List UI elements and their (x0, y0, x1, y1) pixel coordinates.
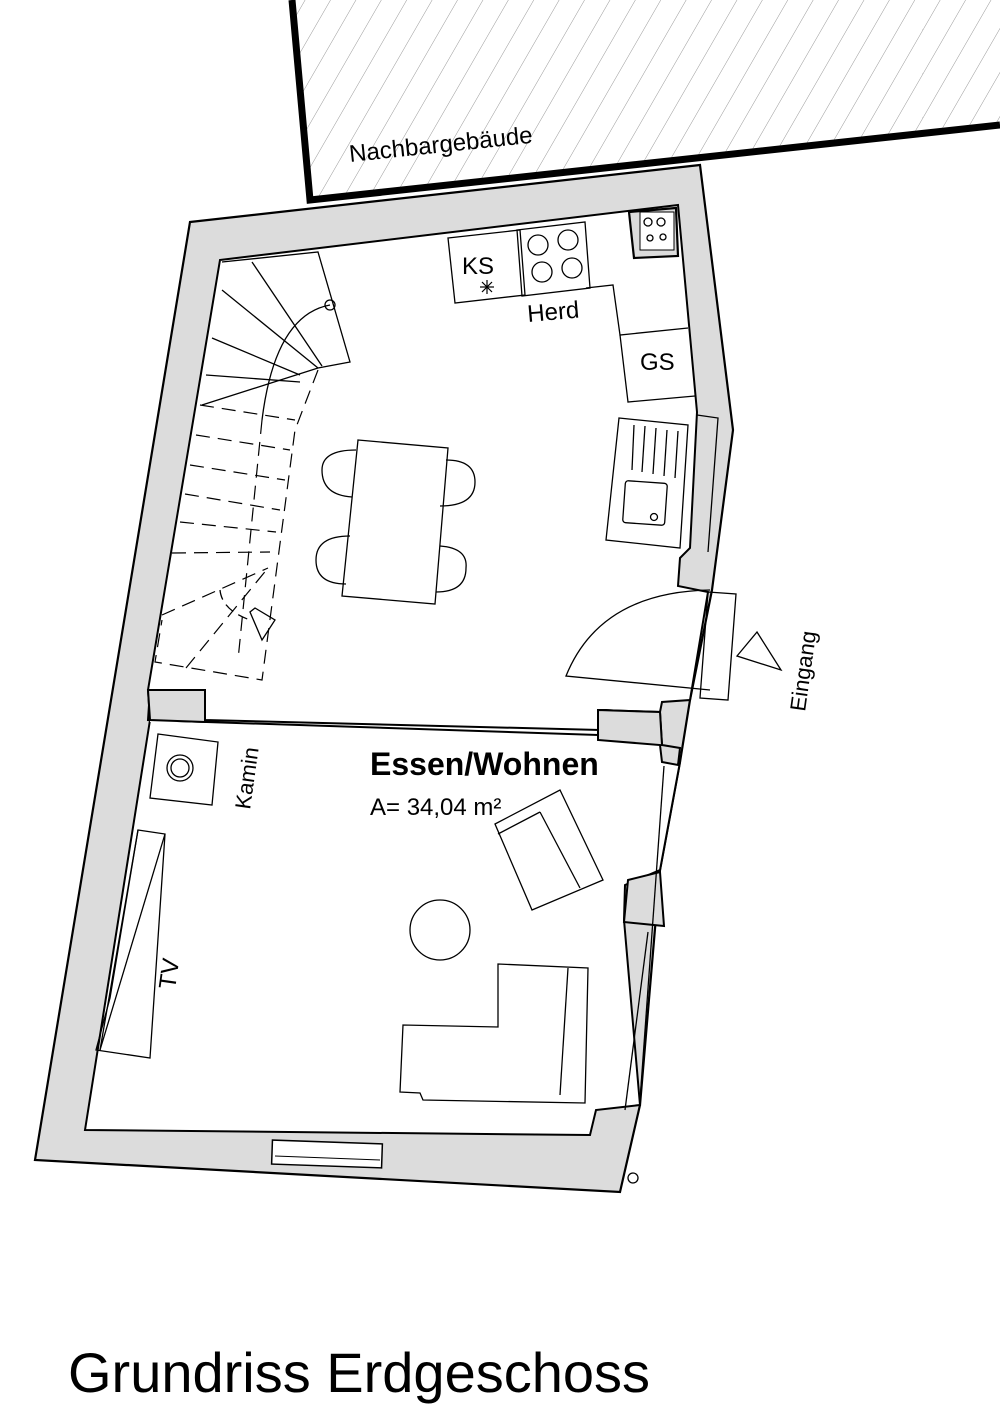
living-area: Kamin TV Essen/Wohnen A= 34,04 m² (95, 733, 604, 1104)
room-area: A= 34,04 m² (370, 794, 501, 821)
walls (33, 163, 735, 1194)
entrance-arrow-icon (735, 630, 783, 672)
dining-table (315, 439, 476, 605)
neighbor-building: Nachbargebäude (288, 0, 1000, 204)
sofa (399, 963, 589, 1104)
fireplace (149, 733, 219, 806)
room-name: Essen/Wohnen (370, 746, 599, 782)
staircase (154, 251, 351, 681)
fridge-label: KS (462, 253, 494, 280)
page-title: Grundriss Erdgeschoss (68, 1341, 651, 1404)
coffee-table (409, 899, 471, 961)
sink (605, 417, 689, 549)
armchair (494, 789, 604, 911)
entrance-label: Eingang (785, 629, 821, 712)
snowflake-icon (480, 280, 494, 294)
kitchen: KS Herd GS (447, 206, 696, 549)
tv-label: TV (154, 957, 185, 991)
stove-label: Herd (526, 297, 580, 328)
dishwasher-label: GS (640, 349, 675, 376)
